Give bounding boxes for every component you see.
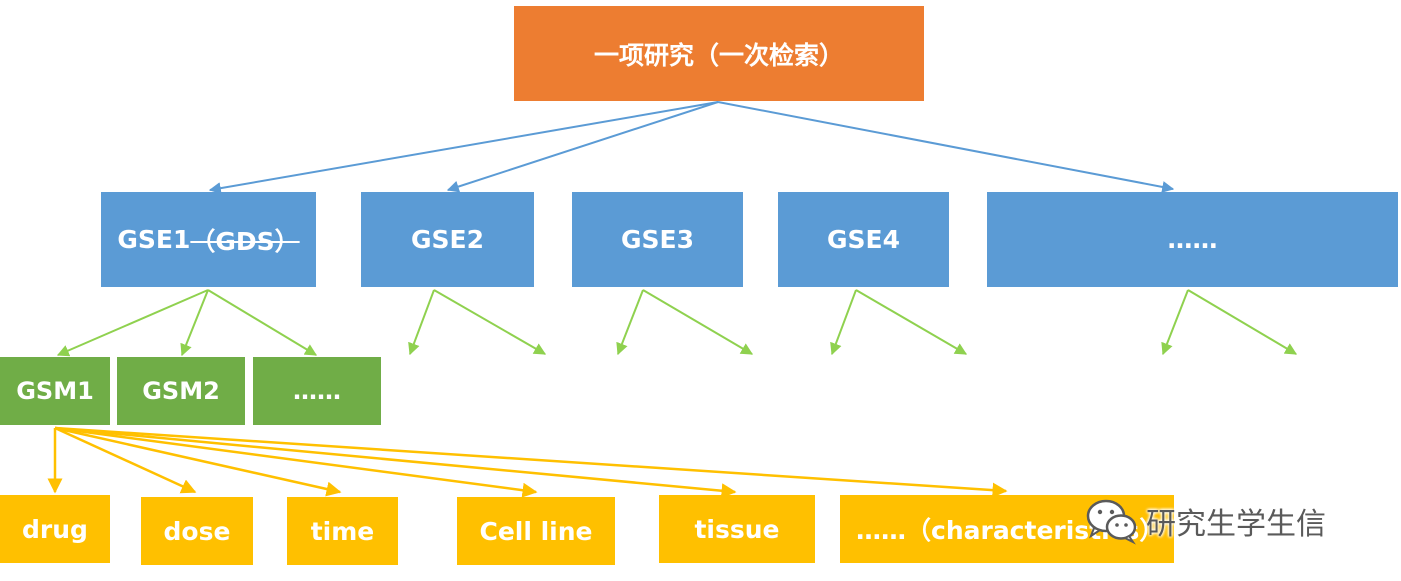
gsm2-label: GSM2 [142,377,220,405]
gse1-gds-struck: （GDS） [190,226,300,256]
gse2-node: GSE2 [361,192,534,287]
edge-gse1-gsm2 [180,289,209,357]
edge-root-more [717,101,1175,193]
attr-characteristics-node: ……（characteristics） [840,495,1174,563]
root-label: 一项研究（一次检索） [593,40,844,70]
edge-gse3-left [616,289,644,356]
gsm1-label: GSM1 [16,377,94,405]
wechat-icon [1086,499,1137,545]
attr-cell-line-label: Cell line [479,516,593,546]
root-node: 一项研究（一次检索） [514,6,924,101]
gse1-label: GSE1 [117,225,191,254]
attr-cell-line-node: Cell line [457,497,615,565]
attr-drug-label: drug [22,514,88,544]
edge-gse1-gsm1 [56,289,209,357]
edge-gse4-left [830,289,857,356]
edge-root-gse1 [208,101,719,195]
gsm1-node: GSM1 [0,357,110,425]
edge-gse2-right [433,289,547,355]
gse2-label: GSE2 [411,225,484,254]
gse3-label: GSE3 [621,225,694,254]
edge-root-gse2 [446,101,719,193]
edge-gse4-right [855,289,968,355]
attr-time-label: time [310,516,375,546]
gsm-more-node: …… [253,357,381,425]
edge-gse-more-left [1161,289,1189,356]
attr-tissue-label: tissue [694,514,780,544]
attr-dose-label: dose [163,516,231,546]
attr-tissue-node: tissue [659,495,815,563]
edge-gse3-right [642,289,754,355]
edge-gsm1-tissue [54,426,737,499]
gse1-node: GSE1（GDS） [101,192,316,287]
gse3-node: GSE3 [572,192,743,287]
gsm-more-label: …… [293,377,341,405]
gse-more-node: …… [987,192,1398,287]
gse4-node: GSE4 [778,192,949,287]
edge-gsm1-dose [54,426,197,494]
gse4-label: GSE4 [827,225,900,254]
edge-gsm1-characteristics [54,426,1008,498]
attr-dose-node: dose [141,497,253,565]
edge-gsm1-cell-line [54,426,538,498]
edge-gse1-gsm-more [207,289,318,356]
edge-gse-more-right [1187,289,1298,355]
edge-gsm1-time [54,426,342,497]
gse-more-label: …… [1167,225,1218,254]
attr-time-node: time [287,497,398,565]
watermark: 研究生学生信 [1084,496,1326,546]
watermark-text: 研究生学生信 [1146,507,1326,542]
edge-gse2-left [408,289,435,356]
attr-drug-node: drug [0,495,110,563]
gsm2-node: GSM2 [117,357,245,425]
